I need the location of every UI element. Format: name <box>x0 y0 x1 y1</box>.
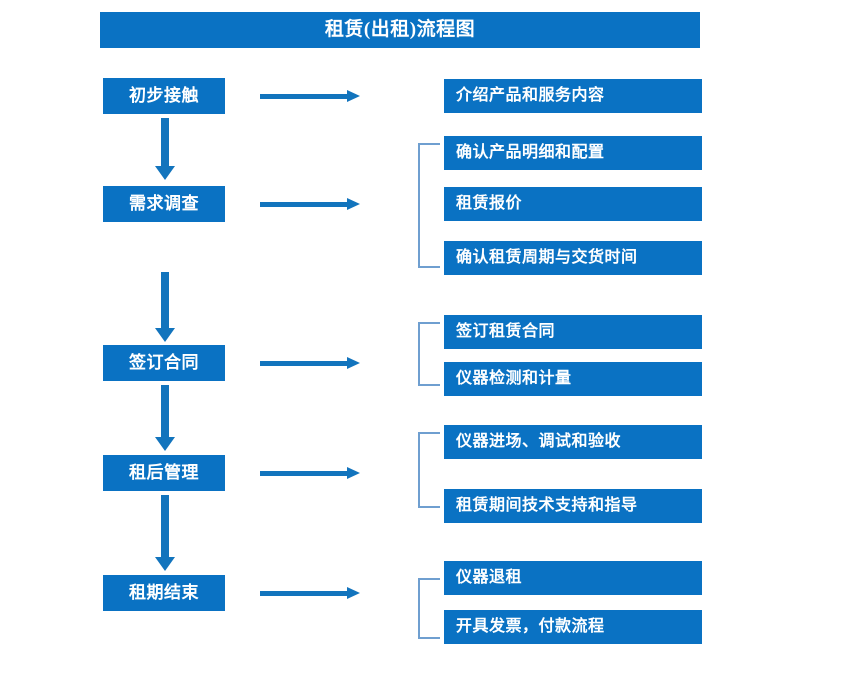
flow-arrow-down-1 <box>155 118 175 180</box>
detail-box-1-1[interactable]: 介绍产品和服务内容 <box>444 79 702 113</box>
flow-arrow-down-4 <box>155 495 175 571</box>
group-bracket-4 <box>418 432 440 508</box>
arrow-head-icon <box>347 90 360 102</box>
arrow-shaft <box>161 272 169 328</box>
chart-title: 租赁(出租)流程图 <box>100 12 700 48</box>
detail-box-4-1[interactable]: 仪器进场、调试和验收 <box>444 425 702 459</box>
detail-box-5-2[interactable]: 开具发票，付款流程 <box>444 610 702 644</box>
group-bracket-2 <box>418 143 440 268</box>
arrow-head-icon <box>155 437 175 451</box>
arrow-head-icon <box>347 198 360 210</box>
stage-box-3[interactable]: 签订合同 <box>103 345 225 381</box>
group-bracket-3 <box>418 322 440 386</box>
stage-box-2[interactable]: 需求调查 <box>103 186 225 222</box>
detail-box-5-1[interactable]: 仪器退租 <box>444 561 702 595</box>
flow-arrow-right-3 <box>260 356 360 370</box>
flow-arrow-right-2 <box>260 197 360 211</box>
group-bracket-5 <box>418 578 440 639</box>
arrow-head-icon <box>155 166 175 180</box>
detail-box-4-2[interactable]: 租赁期间技术支持和指导 <box>444 489 702 523</box>
arrow-head-icon <box>347 467 360 479</box>
detail-box-2-1[interactable]: 确认产品明细和配置 <box>444 136 702 170</box>
arrow-head-icon <box>155 557 175 571</box>
arrow-head-icon <box>347 357 360 369</box>
arrow-shaft <box>161 118 169 166</box>
flow-arrow-right-1 <box>260 89 360 103</box>
flow-arrow-down-3 <box>155 385 175 451</box>
arrow-shaft <box>260 202 348 207</box>
detail-box-3-2[interactable]: 仪器检测和计量 <box>444 362 702 396</box>
arrow-head-icon <box>155 328 175 342</box>
stage-box-1[interactable]: 初步接触 <box>103 78 225 114</box>
arrow-shaft <box>260 94 348 99</box>
arrow-head-icon <box>347 587 360 599</box>
arrow-shaft <box>161 495 169 557</box>
flow-arrow-down-2 <box>155 272 175 342</box>
flow-arrow-right-5 <box>260 586 360 600</box>
arrow-shaft <box>260 471 348 476</box>
arrow-shaft <box>161 385 169 437</box>
stage-box-4[interactable]: 租后管理 <box>103 455 225 491</box>
detail-box-2-2[interactable]: 租赁报价 <box>444 187 702 221</box>
stage-box-5[interactable]: 租期结束 <box>103 575 225 611</box>
arrow-shaft <box>260 361 348 366</box>
detail-box-2-3[interactable]: 确认租赁周期与交货时间 <box>444 241 702 275</box>
arrow-shaft <box>260 591 348 596</box>
flow-arrow-right-4 <box>260 466 360 480</box>
detail-box-3-1[interactable]: 签订租赁合同 <box>444 315 702 349</box>
